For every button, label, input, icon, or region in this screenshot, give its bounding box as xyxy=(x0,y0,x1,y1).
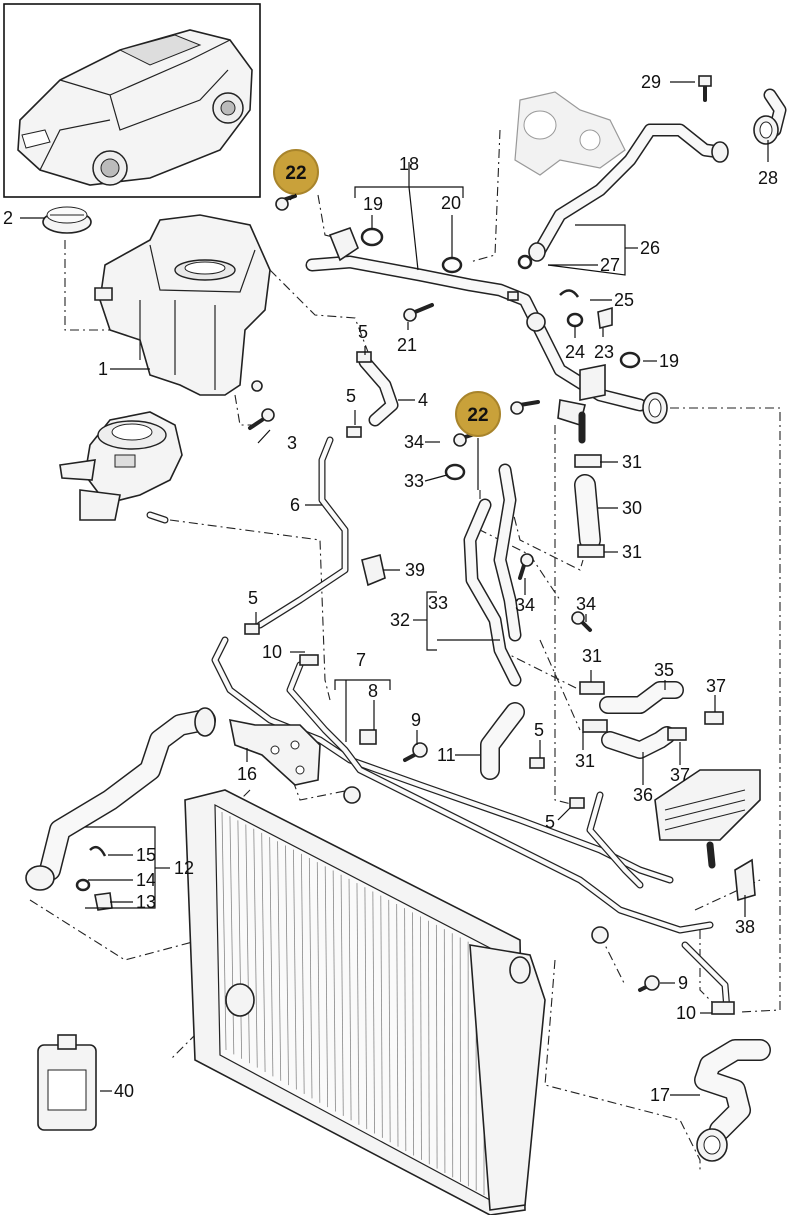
label-31c: 31 xyxy=(582,646,602,666)
label-8: 8 xyxy=(368,681,378,701)
label-40: 40 xyxy=(114,1081,134,1101)
hose-11 xyxy=(480,702,525,780)
label-12: 12 xyxy=(174,858,194,878)
label-35: 35 xyxy=(654,660,674,680)
label-6: 6 xyxy=(290,495,300,515)
hose-26 xyxy=(528,123,729,262)
label-14: 14 xyxy=(136,870,156,890)
label-21: 21 xyxy=(397,335,417,355)
label-16: 16 xyxy=(237,764,257,784)
leader-lines xyxy=(20,81,769,1096)
flange-16 xyxy=(228,718,321,786)
hose-36 xyxy=(582,719,687,759)
clip-39 xyxy=(361,554,386,587)
label-28: 28 xyxy=(758,168,778,188)
vehicle-thumbnail xyxy=(3,3,261,198)
highlight-marker-22-mid[interactable]: 22 xyxy=(455,391,501,437)
label-9b: 9 xyxy=(678,973,688,993)
label-23: 23 xyxy=(594,342,614,362)
label-22-mid: 22 xyxy=(467,405,488,426)
label-5a: 5 xyxy=(358,322,368,342)
filler-cap xyxy=(42,206,92,234)
label-5c: 5 xyxy=(248,588,258,608)
label-31b: 31 xyxy=(622,542,642,562)
secondary-reservoir xyxy=(59,411,183,524)
pipe-7 xyxy=(211,636,735,1015)
label-25: 25 xyxy=(614,290,634,310)
label-5b: 5 xyxy=(346,386,356,406)
label-18: 18 xyxy=(399,154,419,174)
label-15: 15 xyxy=(136,845,156,865)
label-19a: 19 xyxy=(363,194,383,214)
hose-32 xyxy=(463,463,522,687)
hose-4 xyxy=(358,355,399,427)
screw-3 xyxy=(248,408,275,430)
label-13: 13 xyxy=(136,892,156,912)
label-32: 32 xyxy=(390,610,410,630)
label-9a: 9 xyxy=(411,710,421,730)
oil-cooler xyxy=(654,769,761,869)
label-5e: 5 xyxy=(545,812,555,832)
label-37b: 37 xyxy=(670,765,690,785)
label-26: 26 xyxy=(640,238,660,258)
label-22-top: 22 xyxy=(285,163,306,184)
bracket-38 xyxy=(734,858,756,902)
label-31a: 31 xyxy=(622,452,642,472)
label-34b: 34 xyxy=(515,595,535,615)
label-34a: 34 xyxy=(404,432,424,452)
coolant-pipe-18 xyxy=(305,226,668,427)
label-33b: 33 xyxy=(428,593,448,613)
part-labels: 2 1 3 5 5 4 6 5 10 7 8 9 11 16 12 15 14 … xyxy=(3,72,778,1105)
hose-35 xyxy=(579,681,724,725)
label-5d: 5 xyxy=(534,720,544,740)
label-4: 4 xyxy=(418,390,428,410)
hose-30 xyxy=(574,411,605,558)
label-10a: 10 xyxy=(262,642,282,662)
hose-12 xyxy=(25,707,216,891)
label-3: 3 xyxy=(287,433,297,453)
label-34c: 34 xyxy=(576,594,596,614)
label-27: 27 xyxy=(600,255,620,275)
label-31d: 31 xyxy=(575,751,595,771)
highlight-circle xyxy=(455,391,501,437)
label-30: 30 xyxy=(622,498,642,518)
small-parts-13-15 xyxy=(75,845,113,911)
label-10b: 10 xyxy=(676,1003,696,1023)
label-11: 11 xyxy=(437,745,456,765)
label-19b: 19 xyxy=(659,351,679,371)
label-37a: 37 xyxy=(706,676,726,696)
label-38: 38 xyxy=(735,917,755,937)
expansion-tank xyxy=(94,214,271,396)
highlight-marker-22-top[interactable]: 22 xyxy=(273,149,319,201)
bolt-9 xyxy=(403,742,660,992)
radiator xyxy=(184,789,546,1215)
label-39: 39 xyxy=(405,560,425,580)
label-20: 20 xyxy=(441,193,461,213)
bolts xyxy=(275,194,613,632)
coolant-bottle xyxy=(37,1034,97,1131)
clamp-5-group xyxy=(244,351,585,809)
screw-29 xyxy=(698,75,712,102)
label-24: 24 xyxy=(565,342,585,362)
label-1: 1 xyxy=(98,359,108,379)
hose-17 xyxy=(694,1039,771,1162)
label-2: 2 xyxy=(3,208,13,228)
water-pump xyxy=(514,91,626,176)
hose-28 xyxy=(753,88,787,145)
label-33a: 33 xyxy=(404,471,424,491)
label-36: 36 xyxy=(633,785,653,805)
label-29: 29 xyxy=(641,72,661,92)
label-7: 7 xyxy=(356,650,366,670)
hose-6 xyxy=(256,436,349,629)
label-17: 17 xyxy=(650,1085,670,1105)
